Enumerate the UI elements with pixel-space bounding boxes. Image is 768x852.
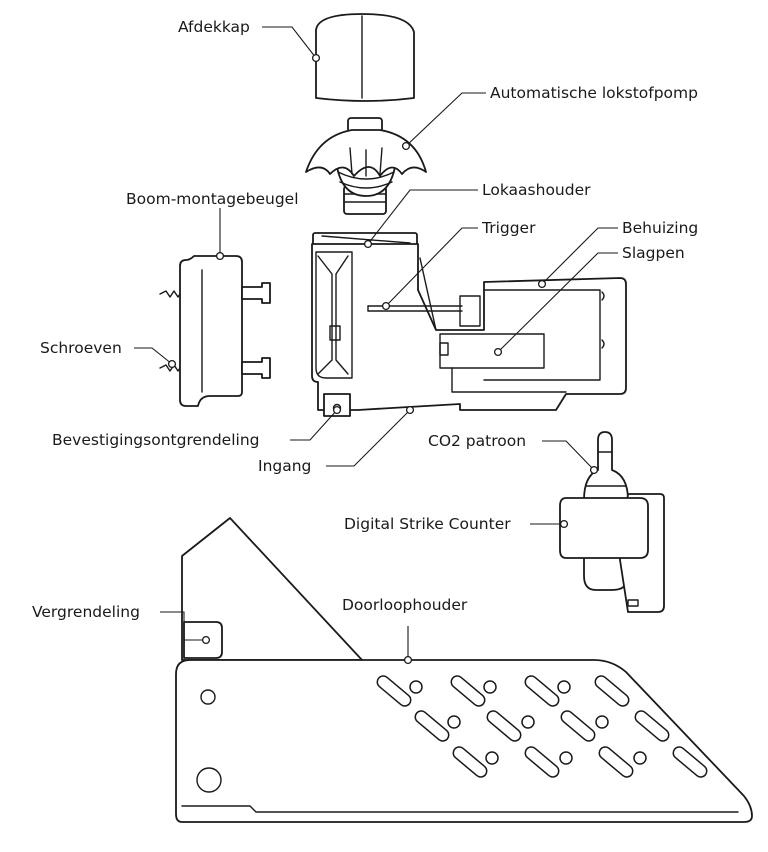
label-co2-patroon: CO2 patroon xyxy=(428,432,526,450)
label-vergrendeling: Vergrendeling xyxy=(32,603,140,621)
label-trigger: Trigger xyxy=(481,219,536,237)
label-strike-counter: Digital Strike Counter xyxy=(344,515,511,533)
label-behuizing: Behuizing xyxy=(622,219,698,237)
strike-counter-part xyxy=(559,493,665,613)
labels: Afdekkap Automatische lokstofpomp Lokaas… xyxy=(32,18,698,621)
screw-bottom xyxy=(159,357,271,379)
screw-top xyxy=(159,282,271,304)
label-doorloophouder: Doorloophouder xyxy=(342,596,468,614)
label-lokaashouder: Lokaashouder xyxy=(482,181,591,199)
label-slagpen: Slagpen xyxy=(622,244,685,262)
label-schroeven: Schroeven xyxy=(40,339,122,357)
afdekkap-part xyxy=(315,13,415,102)
lokstofpomp-part xyxy=(305,117,427,215)
behuizing-part xyxy=(311,243,627,417)
leader-lines xyxy=(134,26,618,660)
montagebeugel-part xyxy=(159,255,271,407)
label-montagebeugel: Boom-montagebeugel xyxy=(126,190,299,208)
label-afdekkap: Afdekkap xyxy=(178,18,250,36)
label-lokstofpomp: Automatische lokstofpomp xyxy=(490,84,698,102)
label-bevestigingsontgrendeling: Bevestigingsontgrendeling xyxy=(52,431,260,449)
label-ingang: Ingang xyxy=(258,457,311,475)
leader-dots xyxy=(167,53,599,665)
doorloophouder-part xyxy=(175,517,753,823)
